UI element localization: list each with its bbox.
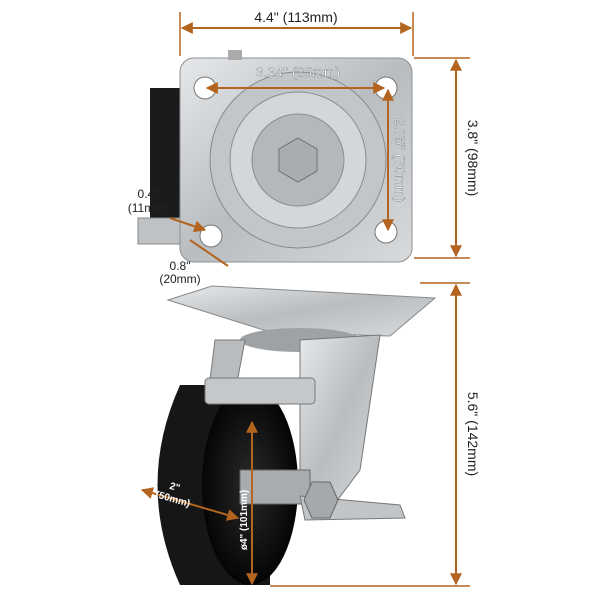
top-plate-view [137,50,413,263]
label-side-height: 5.6" (142mm) [465,392,481,476]
bolt-hole [374,220,398,244]
brake-tab [137,217,183,245]
side-mounting-plate [166,285,437,337]
label-overall-width: 4.4" (113mm) [254,9,337,25]
brake-lever-top [150,88,182,218]
kingpin-nut [278,137,318,183]
label-overall-height: 3.8" (98mm) [465,120,481,197]
brake-lever [204,377,316,405]
label-hole-offset-b-in: 0.8" [170,259,191,273]
label-bolt-height: 2.75" (70mm) [392,118,408,202]
axle-nut [303,481,339,519]
axle-hub [239,469,311,505]
top-bolt [228,50,242,60]
dim-line-wheel-width [140,487,240,521]
label-bolt-width: 3.34" (85mm) [256,64,340,80]
label-hole-offset-a-in: 0.4" [138,187,159,201]
label-hole-offset-b-mm: (20mm) [159,272,200,286]
label-wheel-diameter: ø4" (101mm) [239,490,250,550]
label-hole-offset-a-mm: (11mm) [128,201,168,215]
label-wheel-width-in: 2" [168,481,181,494]
caster-side-view [157,285,437,585]
bolt-hole [199,224,223,248]
